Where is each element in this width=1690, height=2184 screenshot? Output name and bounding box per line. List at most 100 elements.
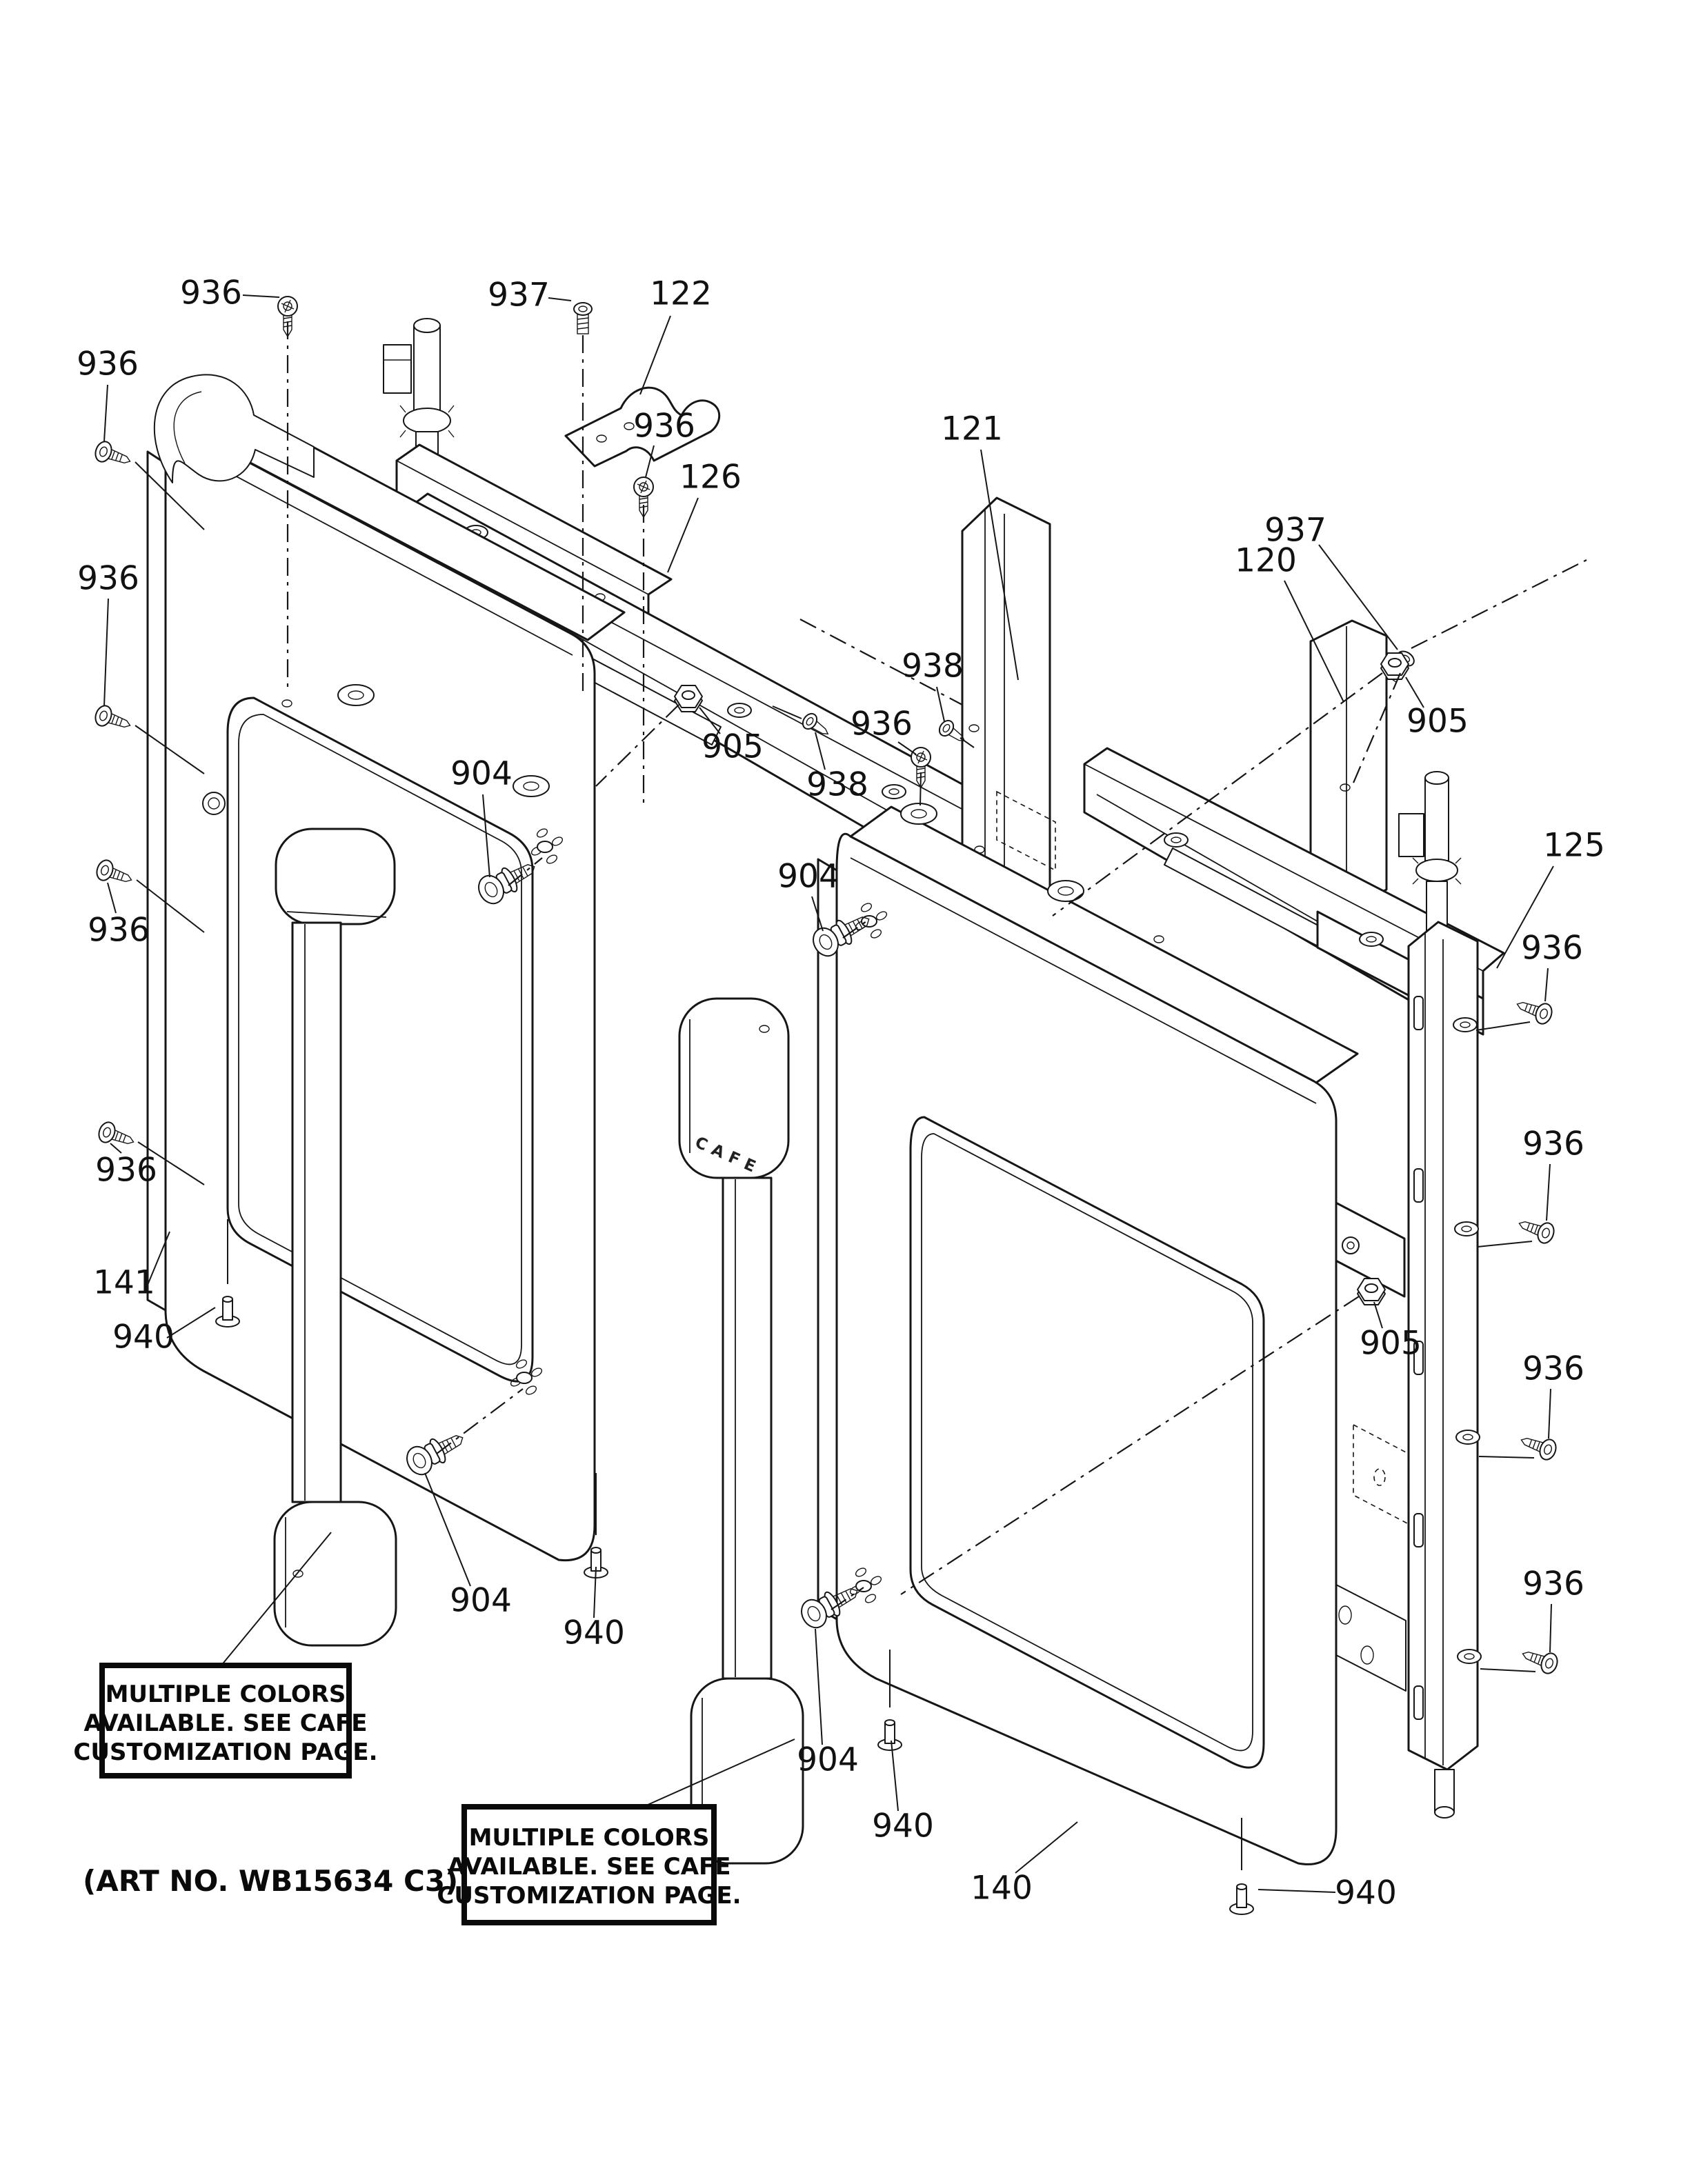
leader-line bbox=[645, 445, 655, 478]
callout-120: 120 bbox=[1235, 542, 1297, 580]
leader-line bbox=[891, 1740, 899, 1812]
callout-905: 905 bbox=[1360, 1325, 1422, 1363]
callout-936: 936 bbox=[1522, 1565, 1584, 1603]
leader-line bbox=[1480, 1668, 1536, 1672]
alignment-axis bbox=[842, 921, 867, 939]
screw-936 bbox=[93, 857, 136, 891]
leader-line bbox=[772, 705, 802, 719]
leader-line bbox=[1548, 1388, 1551, 1439]
note-box-1-line: CUSTOMIZATION PAGE. bbox=[73, 1739, 377, 1766]
pin-940 bbox=[1229, 1883, 1254, 1915]
leader-line bbox=[220, 1532, 332, 1667]
callout-936: 936 bbox=[633, 408, 695, 445]
callout-940: 940 bbox=[563, 1614, 625, 1652]
screw-936 bbox=[1513, 993, 1555, 1027]
callout-904: 904 bbox=[797, 1741, 859, 1779]
callout-940: 940 bbox=[112, 1319, 175, 1356]
leader-line bbox=[1546, 1163, 1551, 1221]
leader-line bbox=[811, 896, 824, 932]
leader-line bbox=[103, 598, 109, 707]
leader-line bbox=[815, 1628, 823, 1745]
leader-line bbox=[103, 384, 108, 442]
door-handle-left bbox=[202, 792, 397, 1647]
door-panel-140 bbox=[817, 803, 1359, 1865]
callout-121: 121 bbox=[941, 410, 1003, 448]
right-door-assembly: CAFE bbox=[678, 497, 1505, 1865]
leader-line bbox=[482, 794, 490, 878]
leader-line bbox=[548, 297, 572, 301]
screw-936 bbox=[1515, 1212, 1558, 1246]
alignment-axis bbox=[508, 857, 543, 886]
leader-line bbox=[1284, 580, 1344, 703]
screw-936 bbox=[92, 439, 135, 472]
notes: MULTIPLE COLORS AVAILABLE. SEE CAFE CUST… bbox=[73, 1532, 795, 1925]
leader-line bbox=[639, 1739, 795, 1809]
leader-line bbox=[1477, 1241, 1533, 1248]
callout-905: 905 bbox=[702, 728, 764, 766]
clip-bracket-122 bbox=[564, 386, 721, 468]
leader-line bbox=[135, 461, 205, 530]
door-handle-middle: CAFE bbox=[678, 997, 804, 1865]
callout-936: 936 bbox=[88, 912, 150, 950]
callout-141: 141 bbox=[93, 1264, 155, 1302]
screw-936 bbox=[92, 703, 135, 737]
callout-936: 936 bbox=[851, 705, 913, 743]
leader-line bbox=[1318, 544, 1398, 650]
leader-line bbox=[424, 1472, 471, 1587]
note-box-2-line: MULTIPLE COLORS bbox=[469, 1824, 710, 1852]
alignment-axis bbox=[1351, 672, 1402, 787]
callout-940: 940 bbox=[872, 1807, 934, 1845]
screw-937 bbox=[573, 302, 593, 334]
leader-line bbox=[136, 879, 205, 933]
callout-936: 936 bbox=[1521, 930, 1583, 968]
callout-905: 905 bbox=[1406, 703, 1469, 741]
leader-line bbox=[897, 741, 917, 755]
alignment-axis bbox=[900, 1296, 1360, 1595]
leader-line bbox=[166, 1307, 216, 1339]
leader-line bbox=[699, 707, 721, 734]
callout-936: 936 bbox=[77, 560, 139, 598]
leader-line bbox=[1549, 1603, 1552, 1653]
callout-904: 904 bbox=[450, 1582, 512, 1620]
leader-line bbox=[242, 294, 280, 298]
leader-line bbox=[1015, 1821, 1078, 1874]
callout-125: 125 bbox=[1543, 827, 1605, 865]
leader-line bbox=[1496, 865, 1554, 969]
note-box-2: MULTIPLE COLORS AVAILABLE. SEE CAFE CUST… bbox=[437, 1804, 742, 1925]
alignment-axis bbox=[831, 1587, 864, 1610]
callout-936: 936 bbox=[1522, 1125, 1584, 1163]
callout-937: 937 bbox=[488, 277, 550, 314]
nut-905 bbox=[1357, 1278, 1386, 1305]
leader-line bbox=[815, 732, 826, 770]
leader-line bbox=[639, 315, 671, 395]
callout-140: 140 bbox=[971, 1870, 1033, 1907]
alignment-axis bbox=[1052, 672, 1383, 916]
alignment-axis bbox=[1411, 559, 1587, 649]
leader-line bbox=[936, 686, 945, 722]
callout-936: 936 bbox=[180, 274, 242, 312]
leader-line bbox=[960, 737, 975, 748]
callout-938: 938 bbox=[902, 648, 964, 685]
alignment-axis bbox=[595, 704, 679, 787]
nut-905 bbox=[674, 685, 703, 712]
callout-938: 938 bbox=[806, 766, 868, 804]
note-box-1-line: MULTIPLE COLORS bbox=[106, 1681, 346, 1708]
callout-904: 904 bbox=[450, 755, 513, 793]
note-box-1: MULTIPLE COLORS AVAILABLE. SEE CAFE CUST… bbox=[73, 1663, 378, 1779]
leader-line bbox=[107, 882, 117, 914]
leader-line bbox=[135, 725, 205, 774]
callout-936: 936 bbox=[1522, 1350, 1584, 1388]
leader-line bbox=[1405, 677, 1424, 708]
leader-line bbox=[146, 1231, 170, 1289]
pin-940 bbox=[877, 1719, 902, 1751]
leader-line bbox=[1257, 1889, 1336, 1893]
callout-937: 937 bbox=[1264, 512, 1326, 550]
left-door-assembly bbox=[146, 318, 1000, 1647]
door-frame-125 bbox=[1083, 747, 1505, 1036]
callout-122: 122 bbox=[650, 275, 712, 313]
leader-line bbox=[1544, 968, 1549, 1002]
leader-line bbox=[1475, 1021, 1531, 1031]
leader-line bbox=[919, 772, 922, 806]
